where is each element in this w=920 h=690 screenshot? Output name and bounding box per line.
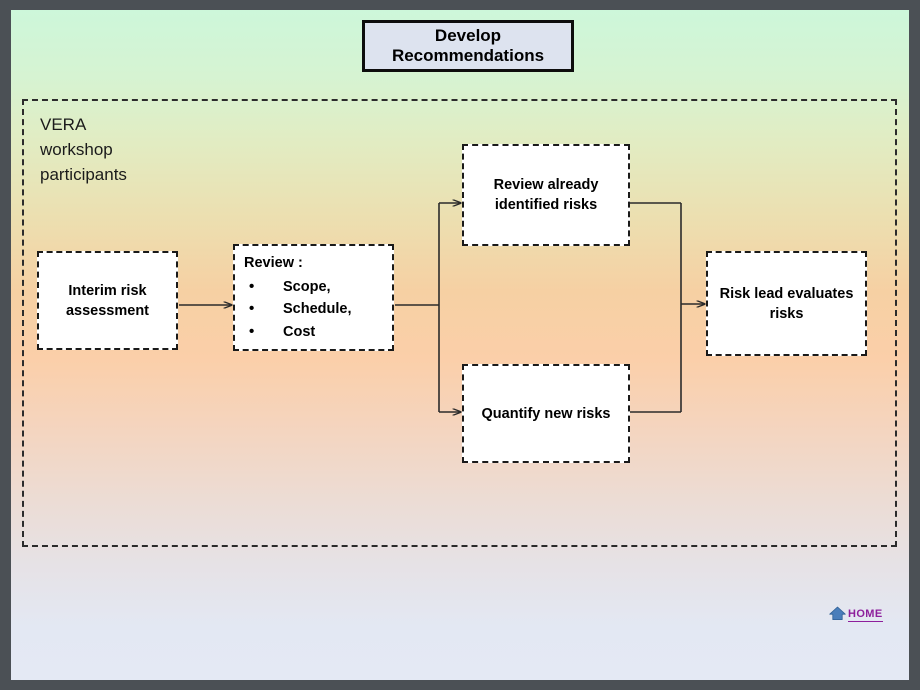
process-box-interim-risk-assessment[interactable]: Interim risk assessment (37, 251, 178, 350)
swimlane-container: VERA workshop participants (22, 99, 897, 547)
process-box-already-label: Review already identified risks (493, 177, 599, 213)
process-box-risk-lead-evaluates-risks[interactable]: Risk lead evaluates risks (706, 251, 867, 356)
home-link[interactable]: Home (829, 604, 883, 623)
process-box-interim-label: Interim risk assessment (65, 282, 150, 319)
process-box-quantify-label: Quantify new risks (481, 405, 611, 422)
process-box-review[interactable]: Review : Scope, Schedule, Cost (233, 244, 394, 351)
process-box-review-heading: Review : (244, 255, 303, 271)
list-item: Cost (244, 320, 388, 344)
page-title-line-2: Recommendations (391, 46, 545, 65)
page-title: Develop Recommendations (362, 20, 574, 72)
swimlane-label: VERA workshop participants (40, 115, 127, 184)
page-title-line-1: Develop (434, 26, 502, 46)
list-item: Scope, (244, 275, 388, 299)
process-box-review-already-identified-risks[interactable]: Review already identified risks (462, 144, 630, 246)
slide-canvas: Develop Recommendations VERA workshop pa… (11, 10, 909, 680)
home-link-label: Home (848, 604, 883, 623)
process-box-review-bullet-list: Scope, Schedule, Cost (244, 275, 388, 344)
house-icon (829, 606, 846, 620)
list-item: Schedule, (244, 297, 388, 321)
process-box-risklead-label: Risk lead evaluates risks (719, 285, 854, 322)
process-box-quantify-new-risks[interactable]: Quantify new risks (462, 364, 630, 463)
